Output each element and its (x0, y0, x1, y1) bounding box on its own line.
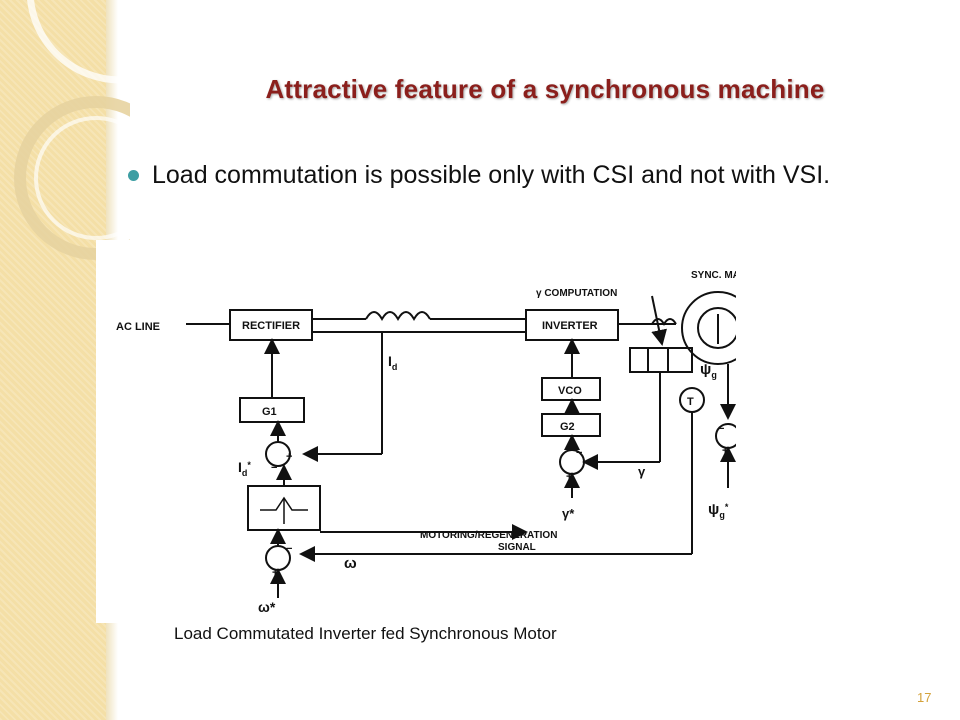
g1-label: G1 (262, 406, 277, 418)
sum-1-minus: − (271, 462, 277, 474)
sidebar-decoration (0, 0, 107, 720)
gamma-computation-box (629, 347, 693, 373)
rectifier-label: RECTIFIER (242, 320, 300, 332)
g2-label: G2 (560, 421, 575, 433)
sum-psi-plus: + (722, 445, 728, 457)
id-star-label: Id* (238, 459, 251, 478)
gamma-feedback-label: γ (638, 464, 646, 479)
machine-outer (681, 291, 736, 365)
ac-line-label: AC LINE (116, 321, 160, 333)
gamma-pointer (651, 295, 667, 346)
psi-g-star-label: ψg* (708, 501, 729, 520)
slide-title: Attractive feature of a synchronous mach… (265, 74, 825, 104)
inverter-label: INVERTER (542, 320, 598, 332)
motoring-signal-label-2: SIGNAL (498, 542, 536, 553)
diagram-svg: AC LINE RECTIFIER INVERTER γ COMPUTATION… (116, 270, 736, 615)
bullet-list: Load commutation is possible only with C… (128, 158, 888, 192)
t-label: T (687, 396, 694, 408)
gamma-computation-label: γ COMPUTATION (536, 288, 617, 299)
sum-omega-plus: + (272, 567, 278, 579)
id-label: Id (388, 353, 397, 372)
motoring-signal-label-1: MOTORING/REGENERATION (420, 530, 557, 541)
sum-gamma-plus: + (566, 471, 572, 483)
dc-link-inductor (365, 311, 431, 322)
sum-psi-minus: − (718, 423, 724, 435)
output-coupling (651, 318, 677, 326)
psi-g-label: ψg (700, 361, 717, 380)
vco-label: VCO (558, 385, 582, 397)
bullet-dot-icon (128, 170, 139, 181)
lci-block-diagram: AC LINE RECTIFIER INVERTER γ COMPUTATION… (96, 240, 736, 623)
figure-caption: Load Commutated Inverter fed Synchronous… (174, 624, 557, 643)
machine-inner (697, 307, 736, 349)
bullet-item: Load commutation is possible only with C… (128, 158, 888, 192)
sum-1-plus: + (286, 451, 292, 463)
sync-machine-label: SYNC. MACHINE (691, 270, 736, 281)
bullet-text: Load commutation is possible only with C… (152, 161, 831, 189)
slide-number: 17 (917, 690, 932, 705)
omega-star-label: ω* (258, 599, 276, 615)
omega-label: ω (344, 555, 357, 572)
sum-gamma-minus: − (576, 447, 582, 459)
gamma-star-label: γ* (562, 506, 575, 521)
sum-omega-minus: − (286, 543, 292, 555)
